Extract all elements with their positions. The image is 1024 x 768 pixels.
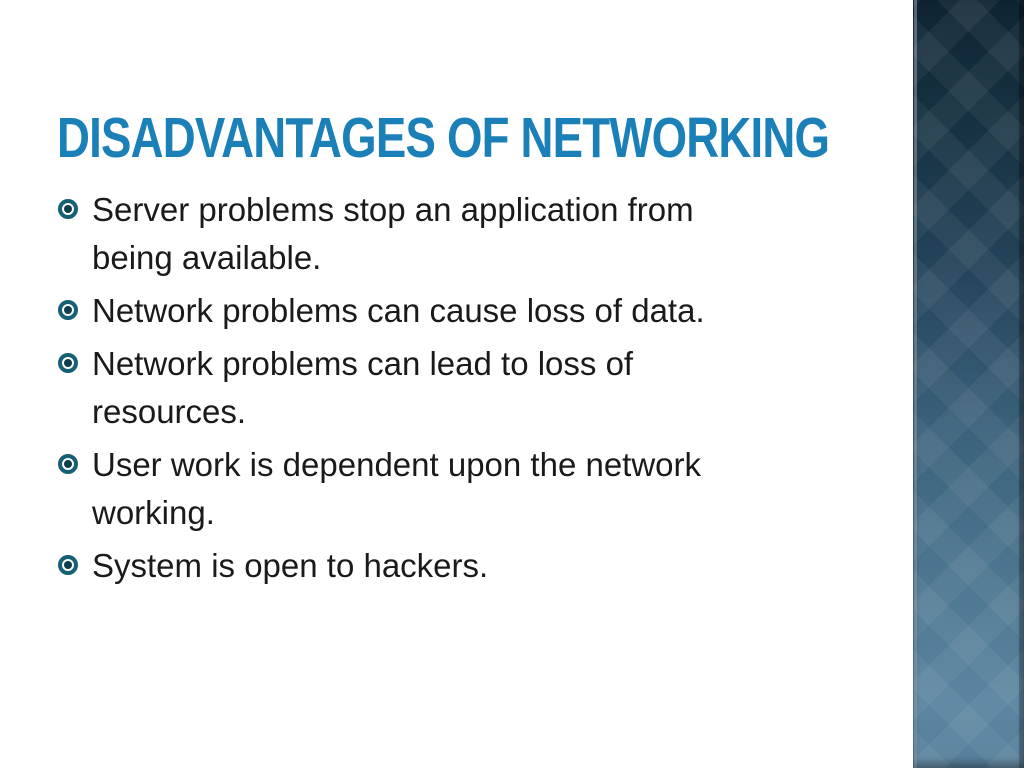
bullet-list: Server problems stop an application from…	[58, 186, 768, 595]
bullet-text: System is open to hackers.	[92, 547, 489, 584]
bullet-text: Server problems stop an application from…	[92, 191, 694, 276]
fisheye-bullet-icon	[58, 353, 78, 373]
list-item: Server problems stop an application from…	[58, 186, 768, 282]
fisheye-bullet-icon	[58, 199, 78, 219]
list-item: Network problems can cause loss of data.	[58, 287, 768, 335]
bullet-text: User work is dependent upon the network …	[92, 446, 702, 531]
list-item: Network problems can lead to loss of res…	[58, 340, 768, 436]
decorative-sidebar	[913, 0, 1024, 768]
bullet-text: Network problems can lead to loss of res…	[92, 345, 634, 430]
fisheye-bullet-icon	[58, 454, 78, 474]
list-item: User work is dependent upon the network …	[58, 441, 768, 537]
list-item: System is open to hackers.	[58, 542, 768, 590]
bullet-text: Network problems can cause loss of data.	[92, 292, 705, 329]
slide-title: DISADVANTAGES OF NETWORKING	[57, 106, 830, 170]
fisheye-bullet-icon	[58, 555, 78, 575]
fisheye-bullet-icon	[58, 300, 78, 320]
